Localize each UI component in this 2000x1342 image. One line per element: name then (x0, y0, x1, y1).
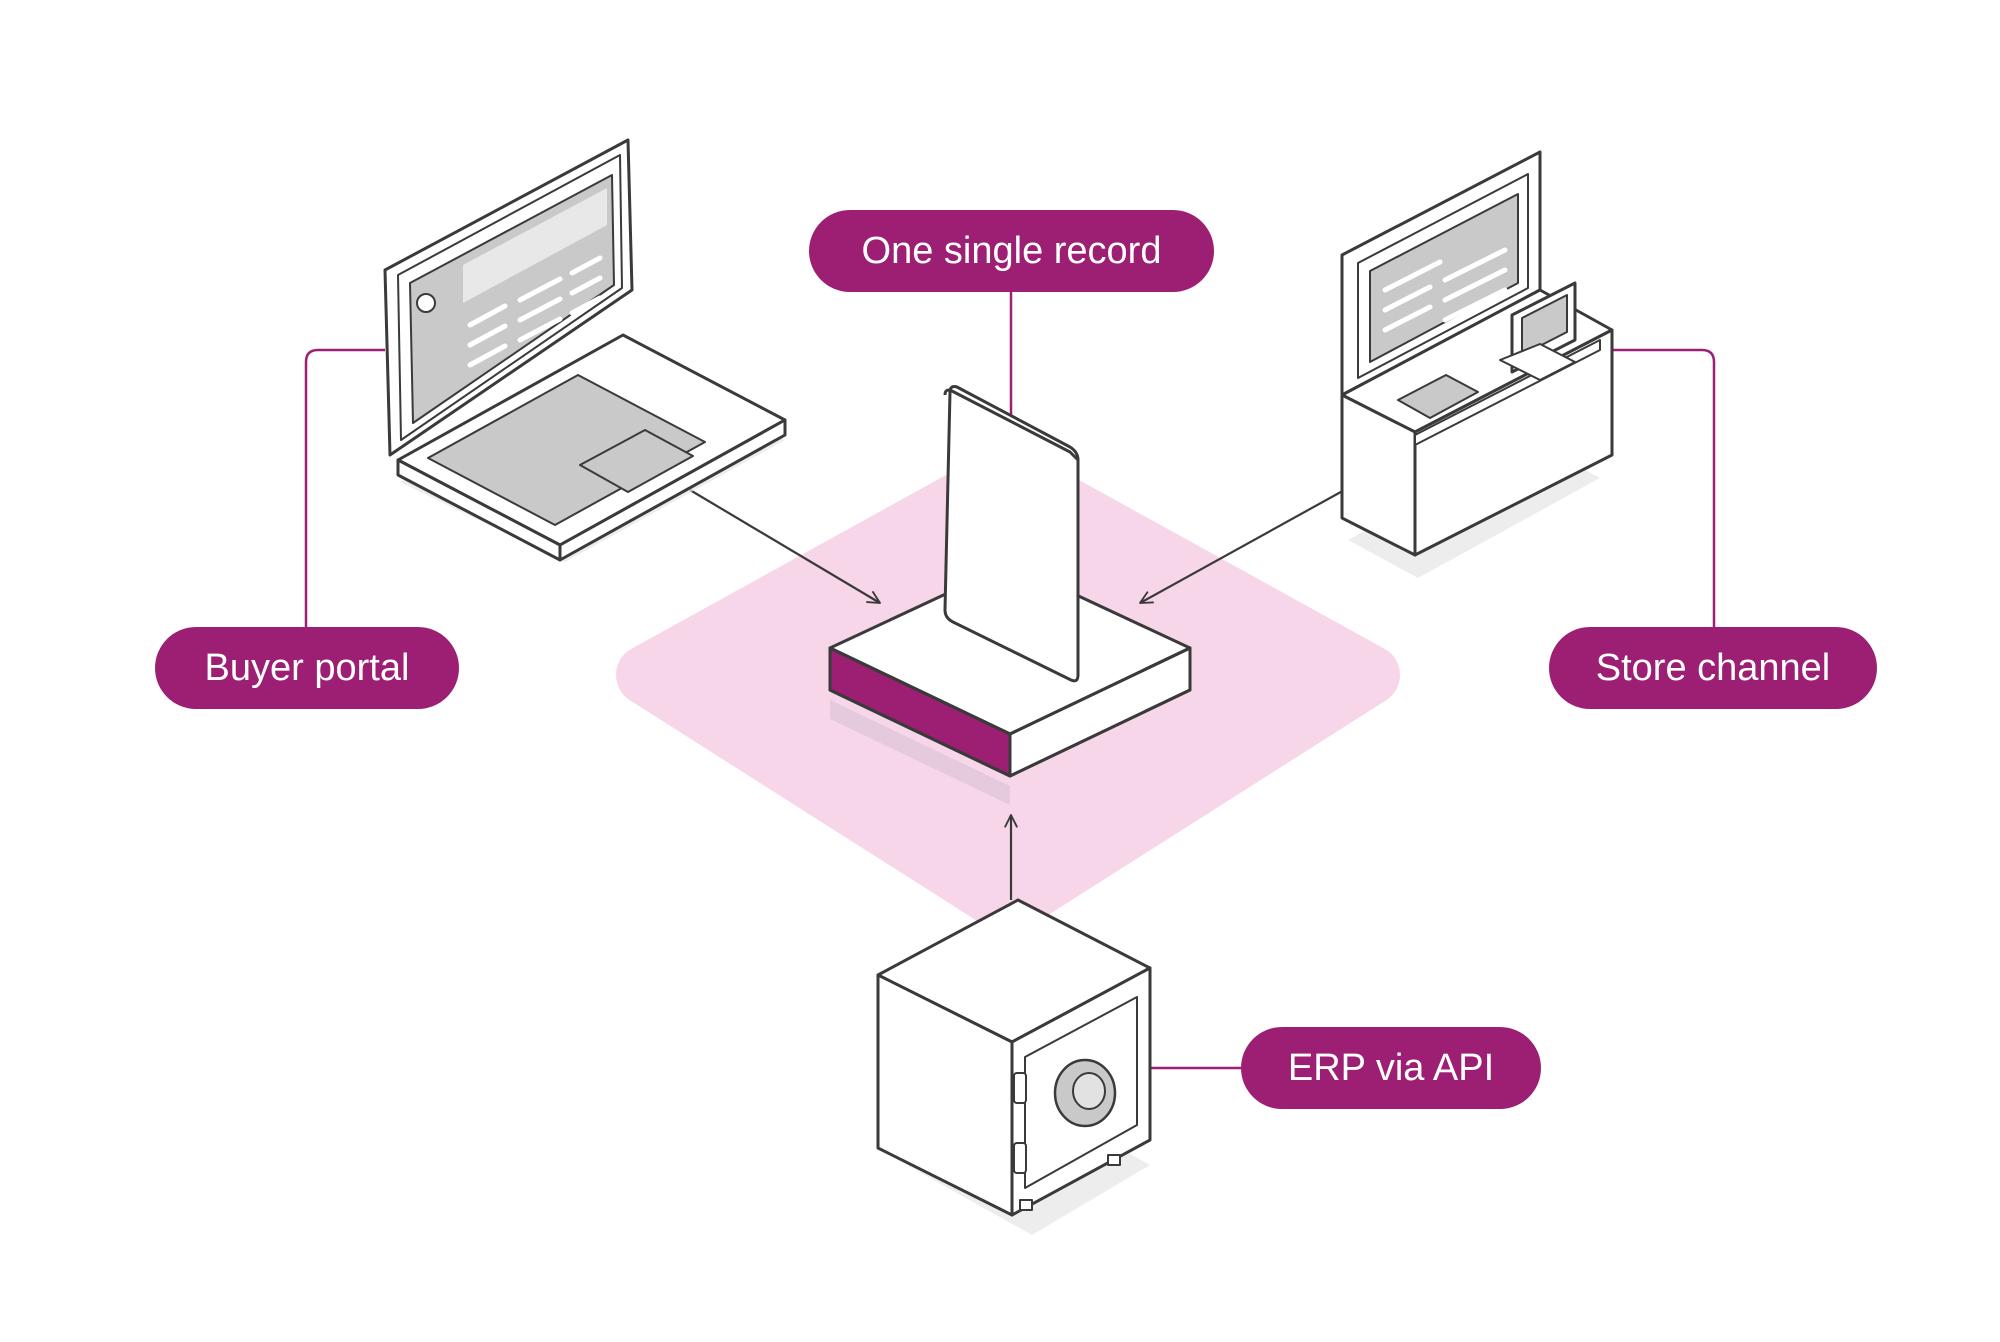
laptop-icon (383, 138, 787, 562)
label-store-channel: Store channel (1549, 627, 1877, 709)
flow-arrows (689, 487, 1349, 900)
safe-icon (876, 898, 1152, 1235)
label-buyer-portal: Buyer portal (155, 627, 459, 709)
label-erp-via-api: ERP via API (1241, 1027, 1541, 1109)
label-one-single-record: One single record (809, 210, 1214, 292)
store-kiosk-icon (1340, 150, 1614, 578)
record-document-icon (828, 385, 1192, 805)
connector-lines (304, 292, 1716, 1070)
